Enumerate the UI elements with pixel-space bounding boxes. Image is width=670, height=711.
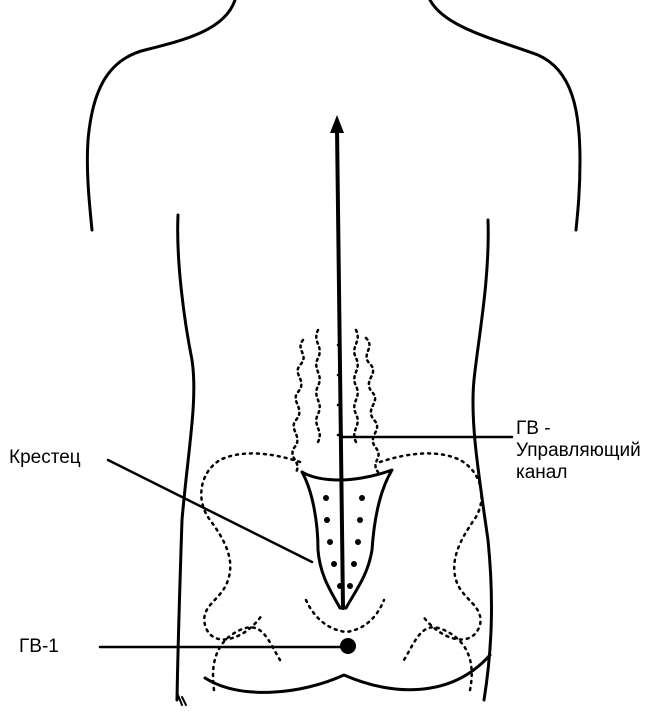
gv-channel-label-line3: канал [516, 462, 641, 484]
gv1-label: ГВ-1 [19, 636, 59, 658]
gv-channel-label-line1: ГВ - [516, 418, 641, 440]
buttocks-line [205, 655, 490, 692]
gv1-point-icon [340, 638, 356, 654]
torso-outline-right [430, 0, 580, 700]
sacrum-outline [302, 470, 392, 608]
small-mark [178, 695, 186, 705]
lumbar-vertebrae [292, 330, 378, 472]
sacrum-pointer [108, 460, 312, 562]
sacrum-label: Крестец [9, 447, 81, 469]
gv-channel-label-line2: Управляющий [516, 440, 641, 462]
arrowhead-icon [330, 115, 344, 133]
governing-vessel-line [337, 128, 343, 608]
gv-channel-label: ГВ - Управляющий канал [516, 418, 641, 484]
torso-outline [87, 0, 235, 700]
